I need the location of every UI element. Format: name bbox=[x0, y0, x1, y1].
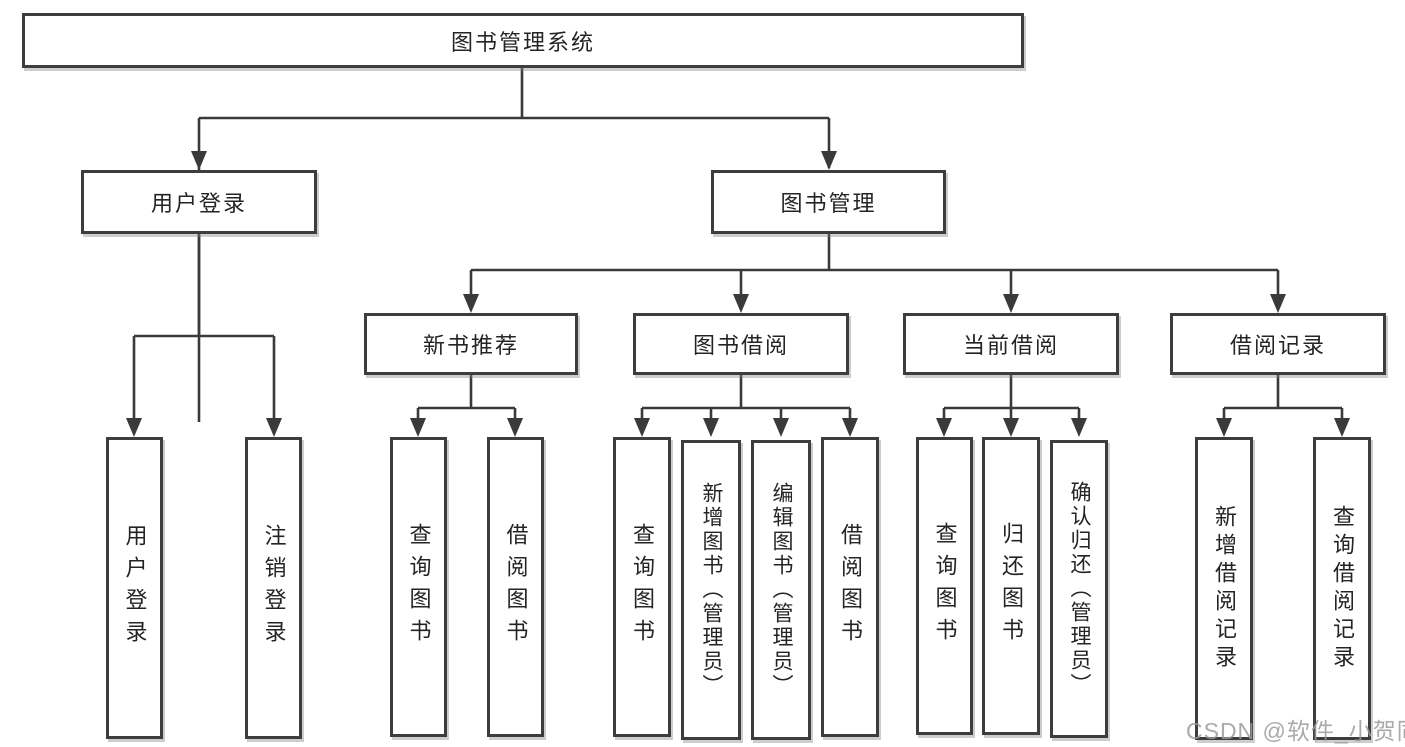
leaf-confirm-return-admin: 确认归还（管理员） bbox=[1050, 440, 1108, 738]
node-label: 图书管理 bbox=[780, 191, 877, 216]
leaf-edit-books-admin: 编辑图书（管理员） bbox=[751, 440, 811, 740]
node-user-login: 用户登录 bbox=[81, 170, 317, 234]
node-book-borrowing: 图书借阅 bbox=[633, 313, 849, 375]
node-label: 查询图书 bbox=[630, 523, 655, 651]
node-book-management: 图书管理 bbox=[711, 170, 946, 234]
csdn-watermark: CSDN @软件_小贺同学 bbox=[1186, 718, 1405, 744]
leaf-query-books-recommend: 查询图书 bbox=[390, 437, 447, 737]
node-label: 借阅图书 bbox=[838, 523, 863, 651]
leaf-return-books: 归还图书 bbox=[982, 437, 1040, 735]
node-label: 新增图书（管理员） bbox=[700, 482, 723, 698]
leaf-borrow-books: 借阅图书 bbox=[821, 437, 879, 737]
leaf-borrow-books-recommend: 借阅图书 bbox=[487, 437, 544, 737]
leaf-query-books-borrowing: 查询图书 bbox=[613, 437, 671, 737]
leaf-query-borrow-record: 查询借阅记录 bbox=[1313, 437, 1371, 740]
node-library-management-system: 图书管理系统 bbox=[22, 13, 1024, 68]
node-label: 借阅图书 bbox=[503, 523, 529, 651]
node-label: 用户登录 bbox=[122, 524, 148, 652]
leaf-query-books-current: 查询图书 bbox=[916, 437, 973, 735]
leaf-add-borrow-record: 新增借阅记录 bbox=[1195, 437, 1253, 740]
leaf-add-books-admin: 新增图书（管理员） bbox=[681, 440, 741, 740]
leaf-user-login: 用户登录 bbox=[106, 437, 163, 739]
node-label: 注销登录 bbox=[261, 524, 287, 652]
node-label: 图书借阅 bbox=[692, 333, 789, 358]
node-label: 查询图书 bbox=[406, 523, 432, 651]
node-label: 新书推荐 bbox=[422, 333, 519, 358]
node-borrowing-records: 借阅记录 bbox=[1170, 313, 1386, 375]
node-new-book-recommendation: 新书推荐 bbox=[364, 313, 578, 375]
node-label: 归还图书 bbox=[999, 522, 1024, 650]
node-label: 编辑图书（管理员） bbox=[770, 482, 793, 698]
node-label: 用户登录 bbox=[150, 191, 247, 216]
leaf-logout: 注销登录 bbox=[245, 437, 302, 739]
node-label: 借阅记录 bbox=[1229, 333, 1326, 358]
node-label: 确认归还（管理员） bbox=[1068, 481, 1091, 697]
node-label: 当前借阅 bbox=[962, 333, 1059, 358]
node-label: 查询借阅记录 bbox=[1330, 504, 1355, 673]
node-label: 新增借阅记录 bbox=[1212, 504, 1237, 673]
node-current-borrowing: 当前借阅 bbox=[903, 313, 1119, 375]
node-label: 查询图书 bbox=[932, 522, 958, 650]
node-label: 图书管理系统 bbox=[450, 29, 595, 55]
